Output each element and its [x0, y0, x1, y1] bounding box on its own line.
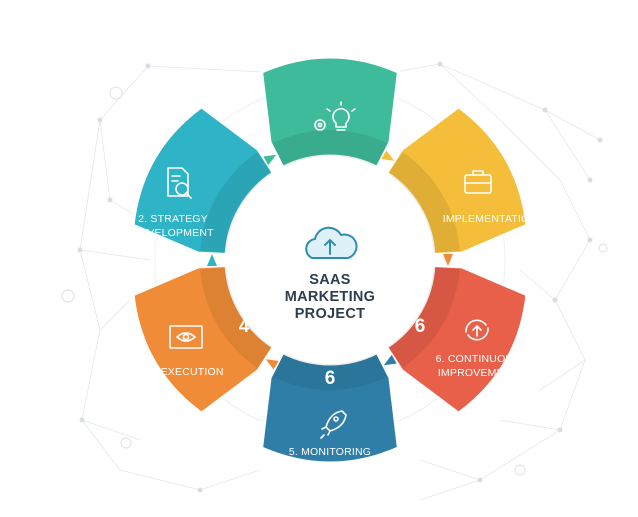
- presentation-eye-icon: [169, 325, 203, 349]
- segment-continuous-number: 6: [415, 316, 426, 337]
- flow-arrow-2: [443, 254, 453, 266]
- segment-strategy-band: [200, 152, 272, 253]
- flow-arrow-1: [381, 150, 395, 161]
- segment-strategy-label-1: 2. STRATEGY: [138, 213, 208, 225]
- segment-continuous-shape: [385, 263, 529, 415]
- center-title-line-1: SAAS: [309, 272, 351, 288]
- lightbulb-gear-icon: [314, 101, 356, 131]
- center-circle: [232, 162, 428, 358]
- decor-circles: [61, 86, 608, 476]
- segment-strategy-shape: [131, 105, 275, 257]
- segment-implementation-label-1: IMPLEMENTATION: [443, 213, 538, 225]
- segment-continuous: 6 6. CONTINUOUS IMPROVEMENT: [385, 263, 529, 415]
- segment-continuous-label-1: 6. CONTINUOUS: [436, 353, 521, 365]
- segment-implementation: 3IMPLEMENTATION: [385, 105, 538, 257]
- segment-execution-label-1: 5. EXECUTION: [148, 366, 223, 378]
- briefcase-icon: [464, 170, 492, 194]
- segment-monitoring: 6 5. MONITORING: [260, 351, 400, 465]
- flow-arrows: [207, 150, 453, 370]
- flow-arrow-5: [207, 254, 217, 266]
- segment-monitoring-shape: [260, 351, 400, 465]
- document-search-icon: [167, 167, 192, 199]
- flow-arrow-3: [383, 354, 397, 366]
- segment-monitoring-band: [273, 353, 387, 390]
- segment-continuous-label-2: IMPROVEMENT: [438, 367, 519, 379]
- rocket-icon: [320, 410, 347, 439]
- center-title-line-3: PROJECT: [295, 306, 366, 322]
- segment-execution-band: [200, 267, 272, 368]
- segment-continuous-band: [388, 267, 460, 368]
- segment-execution-shape: [131, 263, 275, 415]
- segment-strategy-label-2: DEVELOPMENT: [132, 227, 214, 239]
- segment-execution-number: 4: [239, 316, 250, 337]
- segment-execution: 4 5. EXECUTION: [131, 263, 275, 415]
- segment-top-shape: [260, 55, 400, 169]
- cloud-upload-icon: [305, 226, 358, 259]
- segment-monitoring-label-1: 5. MONITORING: [289, 446, 371, 458]
- network-dots: [77, 61, 603, 493]
- refresh-arrow-icon: [465, 319, 489, 341]
- flow-arrow-4: [265, 359, 279, 370]
- segment-implementation-shape: [385, 105, 529, 257]
- segment-top-band: [273, 130, 387, 167]
- flow-arrow-6: [263, 154, 277, 166]
- center-title-line-2: MARKETING: [285, 289, 376, 305]
- segment-monitoring-number: 6: [325, 368, 336, 389]
- segment-implementation-band: [388, 152, 460, 253]
